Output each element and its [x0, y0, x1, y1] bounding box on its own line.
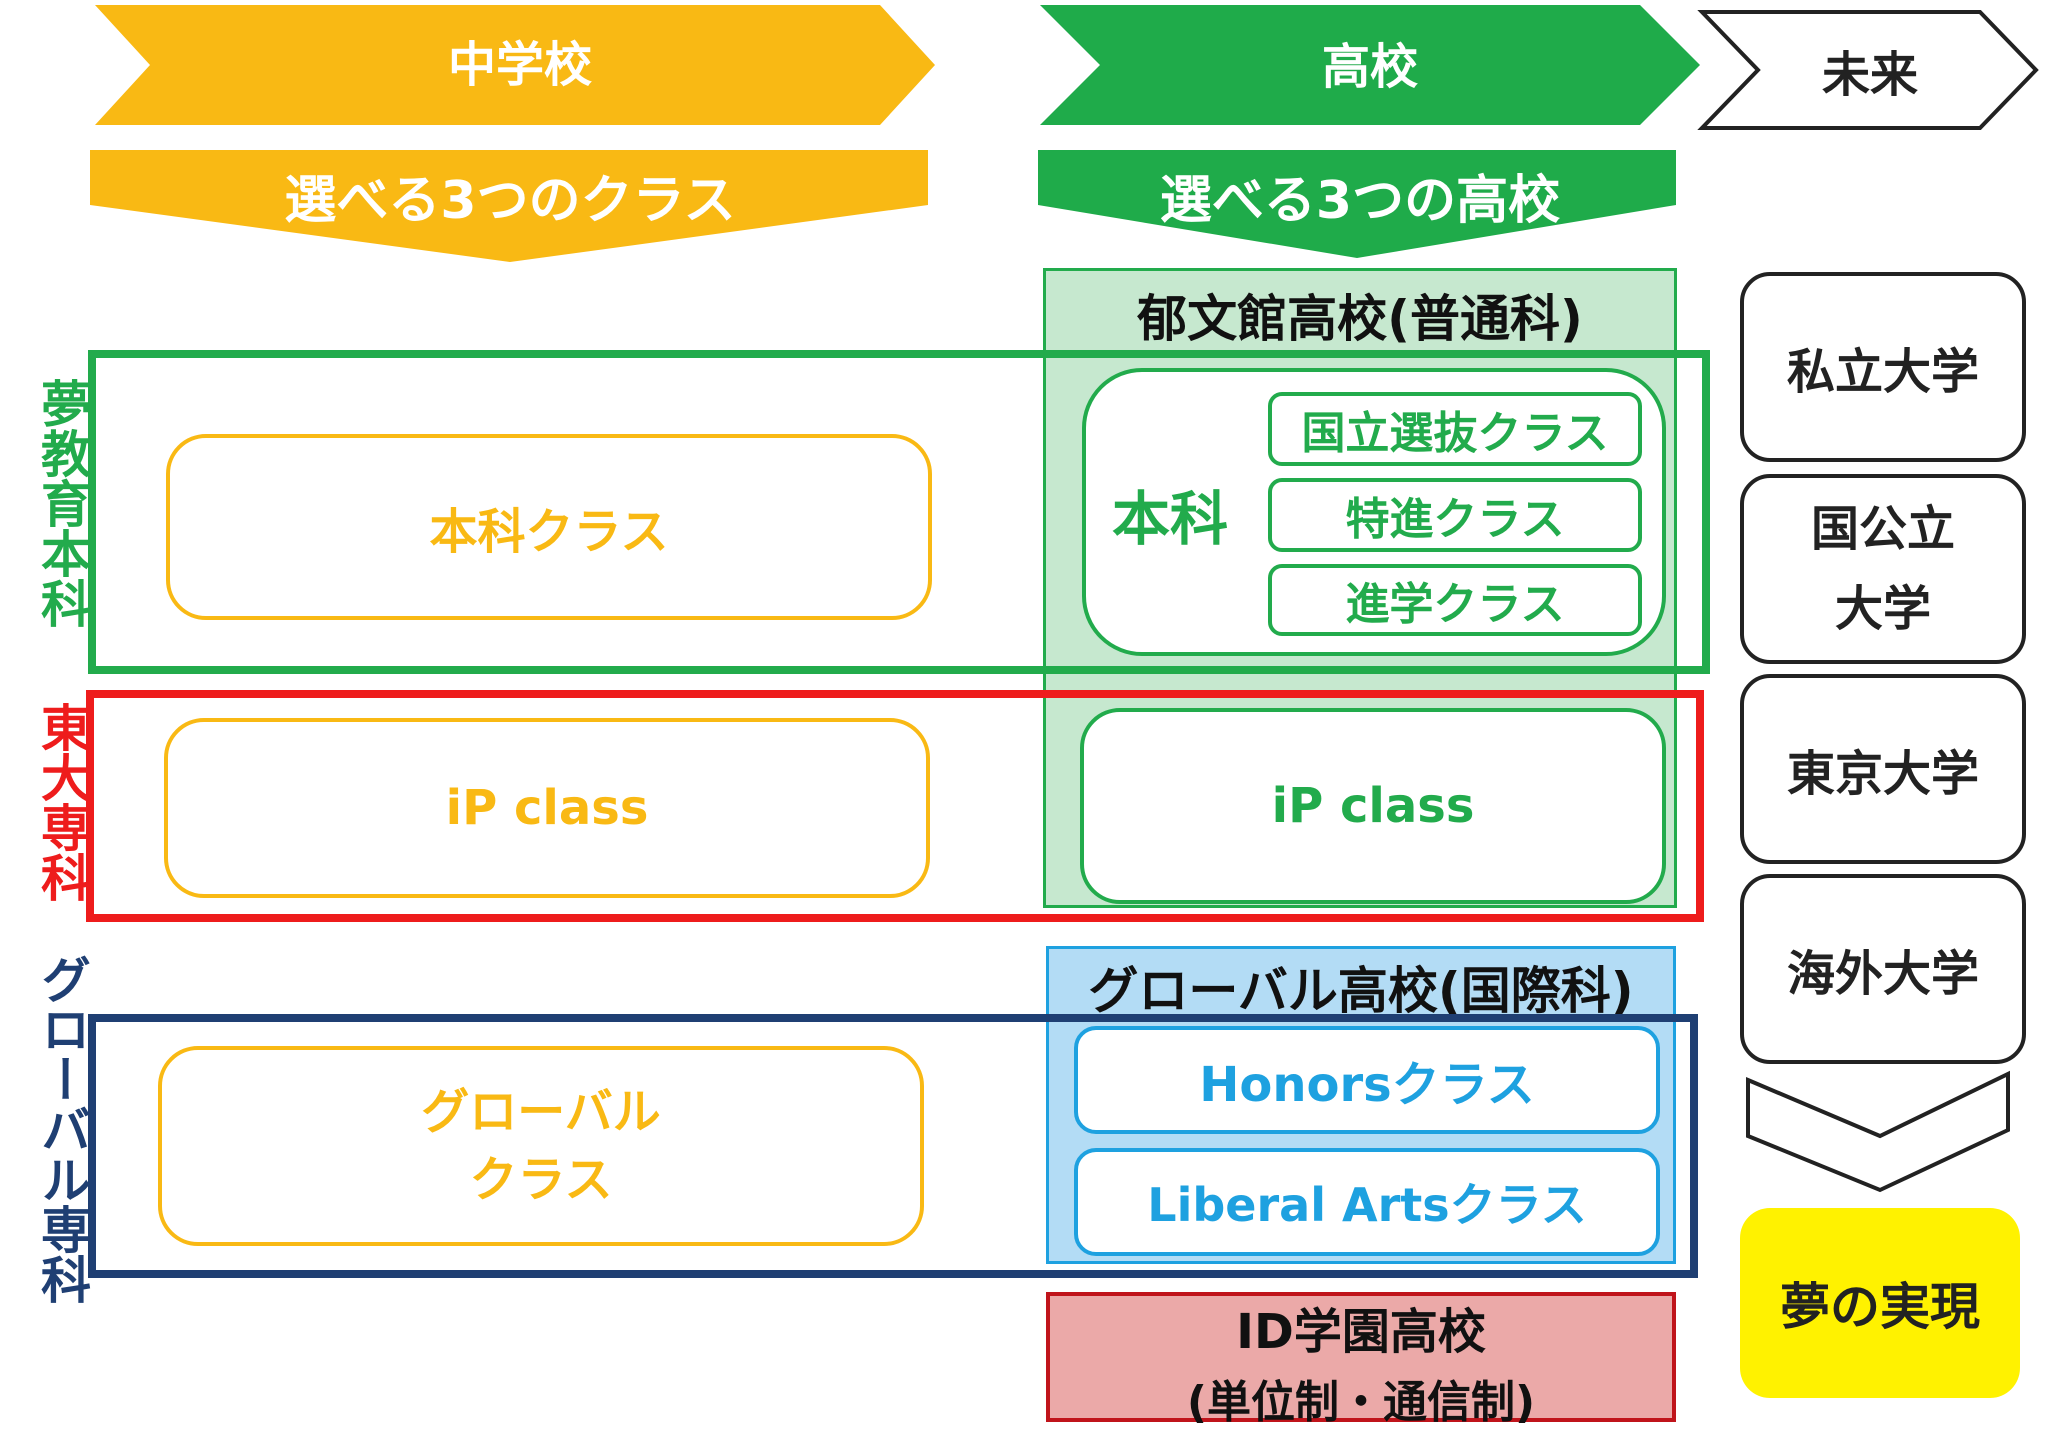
- high-sub-label: 選べる3つの高校: [1159, 170, 1561, 231]
- junior-high-label: 中学校: [447, 37, 592, 93]
- high-ip-class: iP class: [1080, 708, 1666, 904]
- todai-track-label: 東大専科: [33, 702, 91, 902]
- junior-global-label-line2: クラス: [469, 1152, 613, 1208]
- course-kokuritsu: 国立選抜クラス: [1268, 392, 1642, 466]
- course-honors-label: Honorsクラス: [1199, 1057, 1535, 1113]
- course-tokushin-label: 特進クラス: [1345, 494, 1565, 545]
- junior-global-class: グローバル クラス: [158, 1046, 924, 1246]
- global-high-title: グローバル高校(国際科): [1088, 962, 1634, 1020]
- yume-track-label: 夢教育本科: [33, 378, 91, 628]
- high-school-label: 高校: [1321, 39, 1418, 95]
- global-track-frame: [88, 1014, 1698, 1278]
- ikubunkan-title: 郁文館高校(普通科): [1137, 290, 1583, 348]
- high-ip-label: iP class: [1271, 778, 1475, 834]
- todai-track-frame: [86, 690, 1704, 922]
- junior-honka-label: 本科クラス: [429, 504, 669, 560]
- future-overseas-univ-label: 海外大学: [1786, 946, 1979, 1002]
- course-tokushin: 特進クラス: [1268, 478, 1642, 552]
- yume-track-frame: [88, 350, 1710, 674]
- junior-honka-class: 本科クラス: [166, 434, 932, 620]
- future-todai-label: 東京大学: [1786, 746, 1979, 802]
- id-gakuen-subtitle: (単位制・通信制): [1186, 1377, 1536, 1428]
- future-private-univ: 私立大学: [1740, 272, 2026, 462]
- future-label: 未来: [1821, 47, 1918, 103]
- id-gakuen-panel: [1046, 1292, 1676, 1422]
- future-national-univ: 国公立 大学: [1740, 474, 2026, 664]
- junior-ip-class: iP class: [164, 718, 930, 898]
- dream-realization: 夢の実現: [1740, 1208, 2020, 1398]
- course-honors: Honorsクラス: [1074, 1026, 1660, 1134]
- junior-sub-label: 選べる3つのクラス: [284, 170, 736, 231]
- future-todai: 東京大学: [1740, 674, 2026, 864]
- future-private-univ-label: 私立大学: [1786, 344, 1979, 400]
- junior-global-label-line1: グローバル: [421, 1084, 661, 1140]
- future-national-univ-label: 国公立 大学: [1810, 501, 1955, 637]
- honka-label: 本科: [1111, 485, 1228, 553]
- id-gakuen-title: ID学園高校: [1236, 1304, 1486, 1360]
- junior-ip-label: iP class: [445, 780, 649, 836]
- course-shingaku-label: 進学クラス: [1345, 579, 1565, 630]
- course-shingaku: 進学クラス: [1268, 564, 1642, 636]
- course-liberal-arts: Liberal Artsクラス: [1074, 1148, 1660, 1256]
- course-kokuritsu-label: 国立選抜クラス: [1301, 408, 1609, 459]
- junior-high-chevron: [90, 5, 2039, 262]
- course-liberal-arts-label: Liberal Artsクラス: [1147, 1178, 1587, 1232]
- global-track-label: グローバル専科: [33, 954, 91, 1304]
- future-overseas-univ: 海外大学: [1740, 874, 2026, 1064]
